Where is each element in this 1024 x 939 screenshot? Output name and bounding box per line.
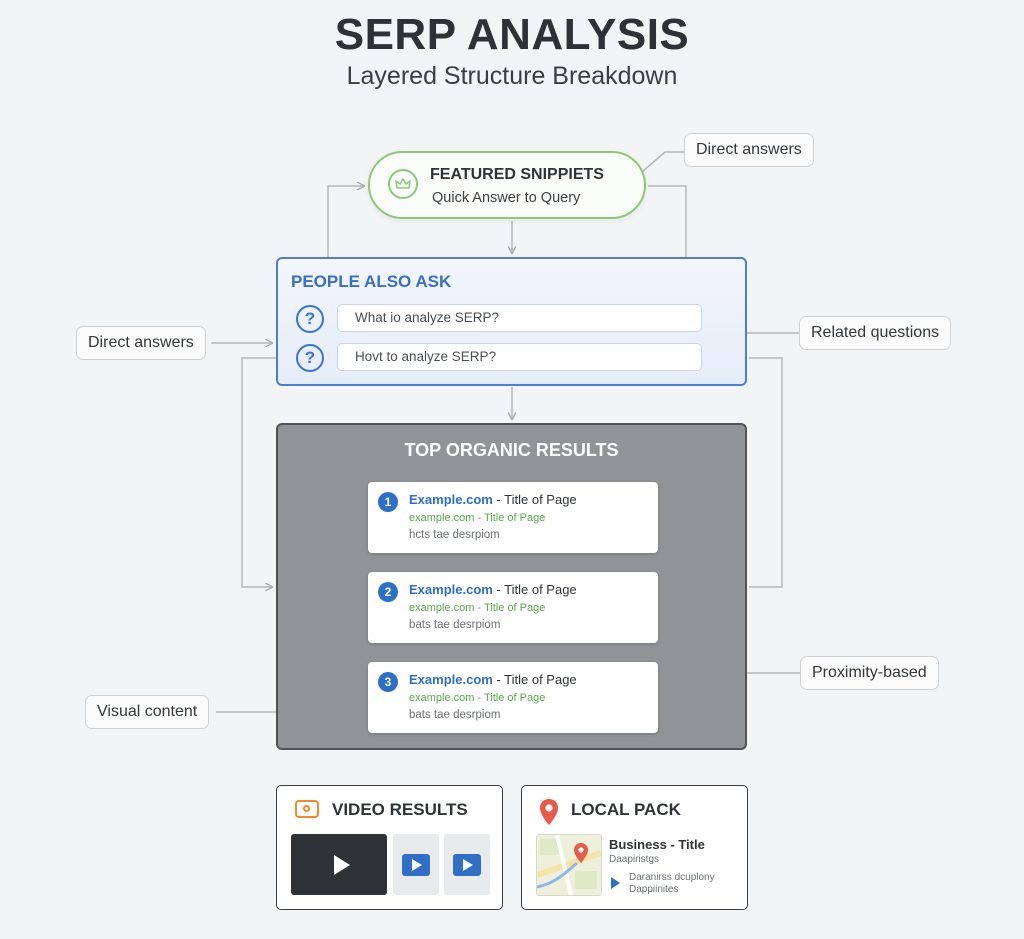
directions-icon[interactable]	[611, 877, 620, 889]
video-thumbnail[interactable]	[393, 834, 439, 895]
result-number: 1	[378, 492, 398, 512]
organic-result-card[interactable]: 2 Example.com - Title of Page example.co…	[368, 572, 658, 643]
business-address-line2: Dappiinites	[629, 884, 679, 895]
play-icon	[334, 854, 350, 875]
video-results-title: VIDEO RESULTS	[332, 800, 468, 819]
people-also-ask-title: PEOPLE ALSO ASK	[291, 272, 452, 291]
featured-snippets-box: FEATURED SNIPPIETS Quick Answer to Query	[368, 151, 646, 219]
label-proximity-based: Proximity-based	[800, 656, 939, 690]
paa-question-1[interactable]: What io analyze SERP?	[337, 304, 702, 332]
business-category: Daapiristgs	[609, 854, 660, 865]
map-pin-icon	[540, 799, 558, 825]
video-thumbnail[interactable]	[444, 834, 490, 895]
result-description: bats tae desrpiom	[409, 619, 501, 631]
featured-snippets-title: FEATURED SNIPPIETS	[430, 166, 604, 183]
play-icon	[453, 853, 481, 876]
play-icon	[402, 853, 430, 876]
label-direct-answers-top: Direct answers	[684, 133, 814, 167]
business-address-line1: Daranirss dcuplony	[629, 872, 715, 883]
connector-featured-right	[648, 185, 687, 257]
camera-icon	[295, 800, 319, 818]
label-visual-content: Visual content	[85, 695, 210, 729]
local-pack-title: LOCAL PACK	[571, 800, 681, 819]
map-thumbnail[interactable]	[536, 834, 602, 896]
result-number: 3	[378, 672, 398, 692]
result-title[interactable]: Example.com - Title of Page	[409, 672, 577, 687]
label-direct-answers-left: Direct answers	[76, 326, 206, 360]
organic-result-card[interactable]: 3 Example.com - Title of Page example.co…	[368, 662, 658, 733]
paa-question-2[interactable]: Hovt to analyze SERP?	[337, 343, 702, 371]
connector-paa-to-featured	[327, 186, 364, 257]
result-page-title: - Title of Page	[492, 672, 577, 687]
label-related-questions: Related questions	[799, 316, 952, 350]
result-description: bats tae desrpiom	[409, 709, 501, 721]
result-description: hcts tae desrpiom	[409, 529, 500, 541]
organic-results-box: TOP ORGANIC RESULTS 1 Example.com - Titl…	[276, 423, 747, 750]
result-url: example.com - Title of Page	[409, 692, 546, 704]
result-url: example.com - Title of Page	[409, 602, 546, 614]
result-domain[interactable]: Example.com	[409, 582, 493, 597]
result-url: example.com - Title of Page	[409, 512, 546, 524]
page-subtitle: Layered Structure Breakdown	[346, 62, 678, 90]
people-also-ask-box: PEOPLE ALSO ASK ? What io analyze SERP? …	[276, 257, 747, 386]
result-page-title: - Title of Page	[492, 582, 577, 597]
question-icon: ?	[296, 344, 324, 372]
local-pack-panel: LOCAL PACK Business - Title Daapiristgs …	[521, 785, 748, 910]
video-results-panel: VIDEO RESULTS	[276, 785, 503, 910]
featured-snippets-subtitle: Quick Answer to Query	[432, 190, 581, 206]
connector-right-loop	[749, 357, 783, 588]
result-domain[interactable]: Example.com	[409, 672, 493, 687]
organic-result-card[interactable]: 1 Example.com - Title of Page example.co…	[368, 482, 658, 553]
business-title[interactable]: Business - Title	[609, 837, 705, 852]
page-title: SERP ANALYSIS	[334, 10, 690, 59]
result-domain[interactable]: Example.com	[409, 492, 493, 507]
video-thumbnail-main[interactable]	[291, 834, 387, 895]
question-icon: ?	[296, 305, 324, 333]
crown-icon	[388, 169, 418, 199]
result-page-title: - Title of Page	[492, 492, 577, 507]
organic-results-title: TOP ORGANIC RESULTS	[404, 440, 619, 460]
result-title[interactable]: Example.com - Title of Page	[409, 492, 577, 507]
connector-left-loop	[241, 357, 276, 587]
result-title[interactable]: Example.com - Title of Page	[409, 582, 577, 597]
result-number: 2	[378, 582, 398, 602]
